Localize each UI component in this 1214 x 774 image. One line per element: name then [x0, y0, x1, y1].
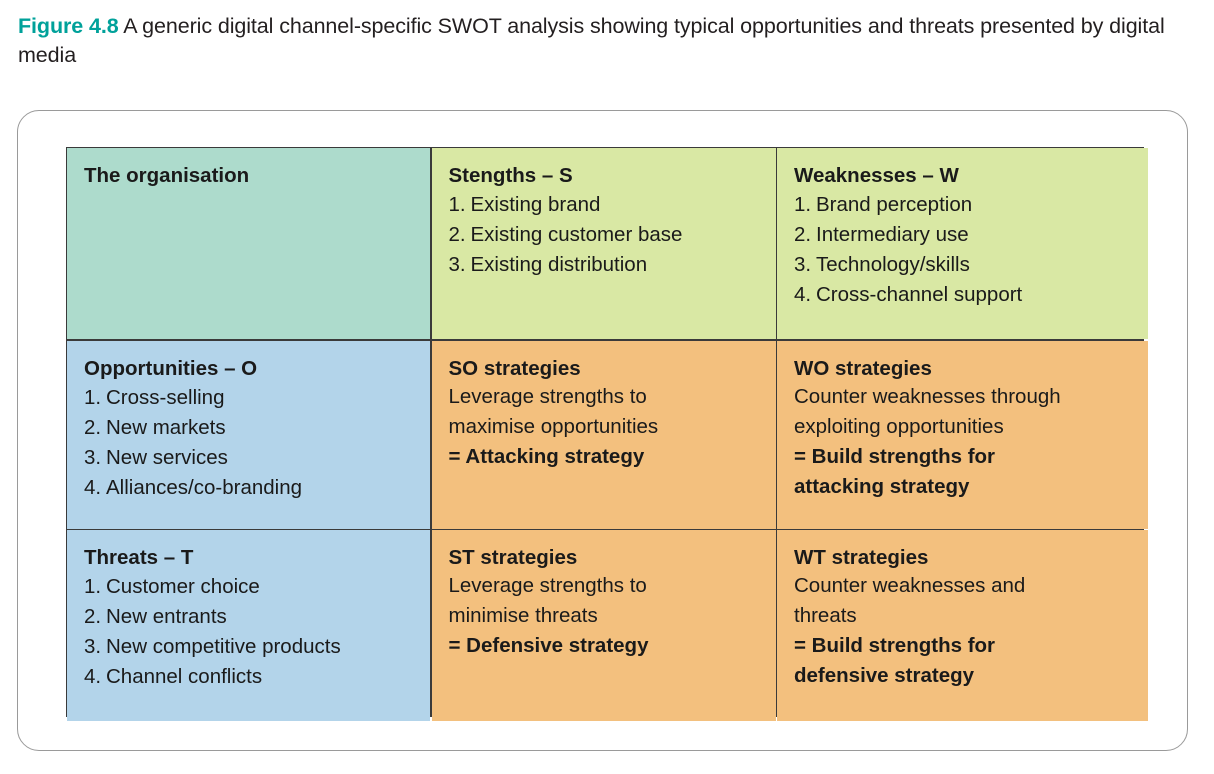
list-item: 4.Alliances/co-branding [84, 473, 415, 503]
list-item: 1.Customer choice [84, 572, 415, 602]
list-item: 3.New services [84, 443, 415, 473]
cell-wt-strategies: WT strategies Counter weaknesses and thr… [777, 530, 1148, 721]
item-text: Customer choice [106, 575, 260, 598]
so-strategies-line-2: maximise opportunities [448, 414, 659, 438]
wt-strategies-conclusion-2: defensive strategy [794, 664, 975, 687]
item-number: 1. [84, 385, 102, 409]
wo-strategies-line-1: Counter weaknesses through [794, 384, 1061, 408]
item-text: New entrants [106, 605, 227, 628]
list-item: 2.New entrants [84, 602, 415, 632]
list-item: 2.New markets [84, 413, 415, 443]
cell-st-strategies: ST strategies Leverage strengths to mini… [431, 530, 776, 721]
figure-number-label: Figure 4.8 [18, 14, 119, 38]
item-text: Existing distribution [470, 253, 648, 276]
list-item: 4.Cross-channel support [794, 280, 1133, 310]
weaknesses-list: 1.Brand perception 2.Intermediary use 3.… [794, 190, 1133, 310]
item-number: 3. [84, 635, 102, 658]
item-text: Alliances/co-branding [106, 475, 303, 499]
threats-title: Threats – T [84, 546, 194, 569]
so-strategies-conclusion-1: = Attacking strategy [448, 444, 645, 468]
cell-threats: Threats – T 1.Customer choice 2.New entr… [67, 530, 430, 721]
list-item: 3.New competitive products [84, 632, 415, 662]
item-text: New markets [106, 415, 226, 439]
item-number: 3. [84, 445, 102, 469]
item-number: 3. [794, 253, 812, 276]
item-number: 1. [794, 193, 812, 216]
so-strategies-title: SO strategies [448, 356, 581, 380]
item-number: 2. [84, 415, 102, 439]
st-strategies-line-1: Leverage strengths to [448, 574, 647, 597]
st-strategies-conclusion-1: = Defensive strategy [448, 634, 649, 657]
so-strategies-line-1: Leverage strengths to [448, 384, 647, 408]
item-number: 2. [448, 223, 466, 246]
item-text: New competitive products [106, 635, 341, 658]
item-text: Existing brand [470, 193, 601, 216]
list-item: 2.Intermediary use [794, 220, 1133, 250]
list-item: 1.Brand perception [794, 190, 1133, 220]
wo-strategies-line-2: exploiting opportunities [794, 414, 1004, 438]
wt-strategies-title: WT strategies [794, 546, 929, 569]
item-text: Technology/skills [816, 253, 970, 276]
wt-strategies-line-2: threats [794, 604, 857, 627]
figure-card: The organisation Stengths – S 1.Existing… [17, 110, 1188, 751]
list-item: 1.Existing brand [449, 190, 761, 220]
item-text: Intermediary use [816, 223, 969, 246]
cell-strengths: Stengths – S 1.Existing brand 2.Existing… [431, 148, 776, 339]
item-text: Cross-channel support [816, 283, 1023, 306]
figure-caption: Figure 4.8 A generic digital channel-spe… [18, 12, 1188, 70]
wo-strategies-conclusion-2: attacking strategy [794, 474, 970, 498]
item-number: 2. [84, 605, 102, 628]
item-number: 3. [448, 253, 466, 276]
cell-opportunities: Opportunities – O 1.Cross-selling 2.New … [67, 340, 430, 529]
item-number: 1. [84, 575, 102, 598]
opportunities-title: Opportunities – O [84, 356, 258, 380]
strengths-title: Stengths – S [448, 164, 573, 187]
item-text: Existing customer base [470, 223, 683, 246]
item-number: 4. [84, 475, 102, 499]
wo-strategies-conclusion-1: = Build strengths for [794, 444, 996, 468]
figure-caption-text: A generic digital channel-specific SWOT … [18, 14, 1165, 67]
item-text: New services [106, 445, 228, 469]
opportunities-list: 1.Cross-selling 2.New markets 3.New serv… [84, 383, 415, 503]
st-strategies-line-2: minimise threats [448, 604, 598, 627]
item-text: Cross-selling [106, 385, 225, 409]
list-item: 4.Channel conflicts [84, 662, 415, 692]
weaknesses-title: Weaknesses – W [794, 164, 959, 187]
list-item: 1.Cross-selling [84, 383, 415, 413]
threats-list: 1.Customer choice 2.New entrants 3.New c… [84, 572, 415, 692]
cell-so-strategies: SO strategies Leverage strengths to maxi… [431, 340, 776, 529]
item-text: Brand perception [816, 193, 973, 216]
swot-matrix: The organisation Stengths – S 1.Existing… [66, 147, 1148, 721]
cell-wo-strategies: WO strategies Counter weaknesses through… [777, 340, 1148, 529]
item-number: 1. [448, 193, 466, 216]
item-number: 2. [794, 223, 812, 246]
wt-strategies-line-1: Counter weaknesses and [794, 574, 1026, 597]
item-number: 4. [84, 665, 102, 688]
wo-strategies-title: WO strategies [794, 356, 932, 380]
st-strategies-title: ST strategies [448, 546, 578, 569]
item-number: 4. [794, 283, 812, 306]
strengths-list: 1.Existing brand 2.Existing customer bas… [449, 190, 761, 280]
list-item: 3.Technology/skills [794, 250, 1133, 280]
item-text: Channel conflicts [106, 665, 263, 688]
list-item: 3.Existing distribution [449, 250, 761, 280]
wt-strategies-conclusion-1: = Build strengths for [794, 634, 996, 657]
cell-weaknesses: Weaknesses – W 1.Brand perception 2.Inte… [777, 148, 1148, 339]
cell-organisation: The organisation [67, 148, 430, 339]
list-item: 2.Existing customer base [449, 220, 761, 250]
organisation-title: The organisation [84, 164, 250, 187]
